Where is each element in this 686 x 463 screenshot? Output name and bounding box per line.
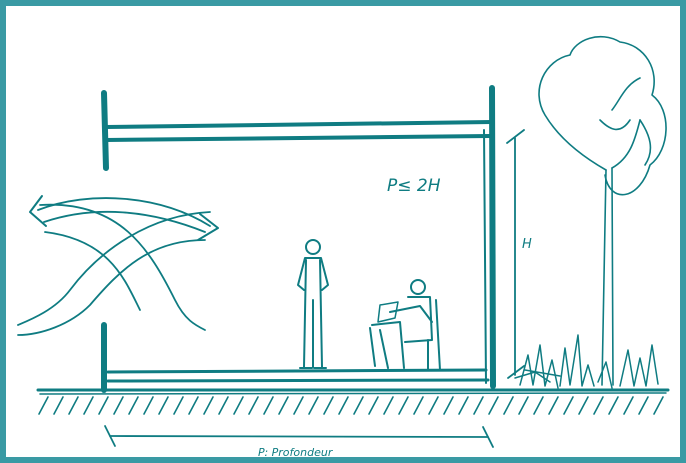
floor-slab	[106, 368, 490, 383]
ground-hatch-stroke	[83, 396, 94, 415]
ground-hatch-stroke	[608, 396, 619, 415]
tree	[538, 35, 667, 386]
ground-hatch-stroke	[143, 396, 154, 415]
standing-person	[297, 239, 329, 369]
ground-hatch-stroke	[488, 396, 499, 415]
ground-hatch-stroke	[338, 396, 349, 415]
ground-hatch-stroke	[158, 396, 169, 415]
ground-hatch-stroke	[113, 396, 124, 415]
ground-hatch-stroke	[98, 396, 109, 415]
ground-hatch-stroke	[278, 396, 289, 415]
ground-hatch-stroke	[533, 396, 544, 415]
ground-hatch-stroke	[38, 396, 49, 415]
ground-hatch-stroke	[578, 396, 589, 415]
ground	[36, 388, 670, 415]
ground-hatch-stroke	[128, 396, 139, 415]
ground-hatch-stroke	[518, 396, 529, 415]
depth-dimension	[104, 425, 494, 448]
ground-hatch-stroke	[653, 396, 664, 415]
ground-hatch-stroke	[188, 396, 199, 415]
ground-hatch-stroke	[353, 396, 364, 415]
ground-hatch-stroke	[503, 396, 514, 415]
ground-hatch-stroke	[68, 396, 79, 415]
ground-hatch-stroke	[308, 396, 319, 415]
ground-hatch-stroke	[53, 396, 64, 415]
height-label: H	[522, 237, 532, 252]
ground-hatch-stroke	[203, 396, 214, 415]
airflow-arrows	[17, 195, 219, 336]
height-dimension	[506, 129, 525, 379]
ground-hatch-stroke	[638, 396, 649, 415]
ground-hatch-stroke	[233, 396, 244, 415]
ground-hatch-stroke	[473, 396, 484, 415]
ground-hatch-stroke	[293, 396, 304, 415]
ground-hatch-stroke	[368, 396, 379, 415]
ground-hatch-stroke	[443, 396, 454, 415]
roof-slab	[104, 120, 494, 142]
ground-hatch-stroke	[218, 396, 229, 415]
ground-hatch-stroke	[398, 396, 409, 415]
depth-label: P: Profondeur	[258, 446, 334, 459]
formula-label: P≤ 2H	[387, 176, 441, 196]
ground-hatch-stroke	[563, 396, 574, 415]
ground-hatch-stroke	[323, 396, 334, 415]
ground-hatch-stroke	[428, 396, 439, 415]
ground-hatch-stroke	[263, 396, 274, 415]
ground-hatching	[38, 396, 664, 415]
ground-hatch-stroke	[458, 396, 469, 415]
ground-hatch-stroke	[548, 396, 559, 415]
plants	[514, 334, 659, 389]
ground-hatch-stroke	[623, 396, 634, 415]
ground-hatch-stroke	[413, 396, 424, 415]
ground-hatch-stroke	[248, 396, 259, 415]
building-section	[101, 85, 496, 393]
seated-person	[369, 279, 441, 371]
ground-hatch-stroke	[593, 396, 604, 415]
ground-hatch-stroke	[383, 396, 394, 415]
ground-hatch-stroke	[173, 396, 184, 415]
right-wall	[489, 85, 496, 389]
